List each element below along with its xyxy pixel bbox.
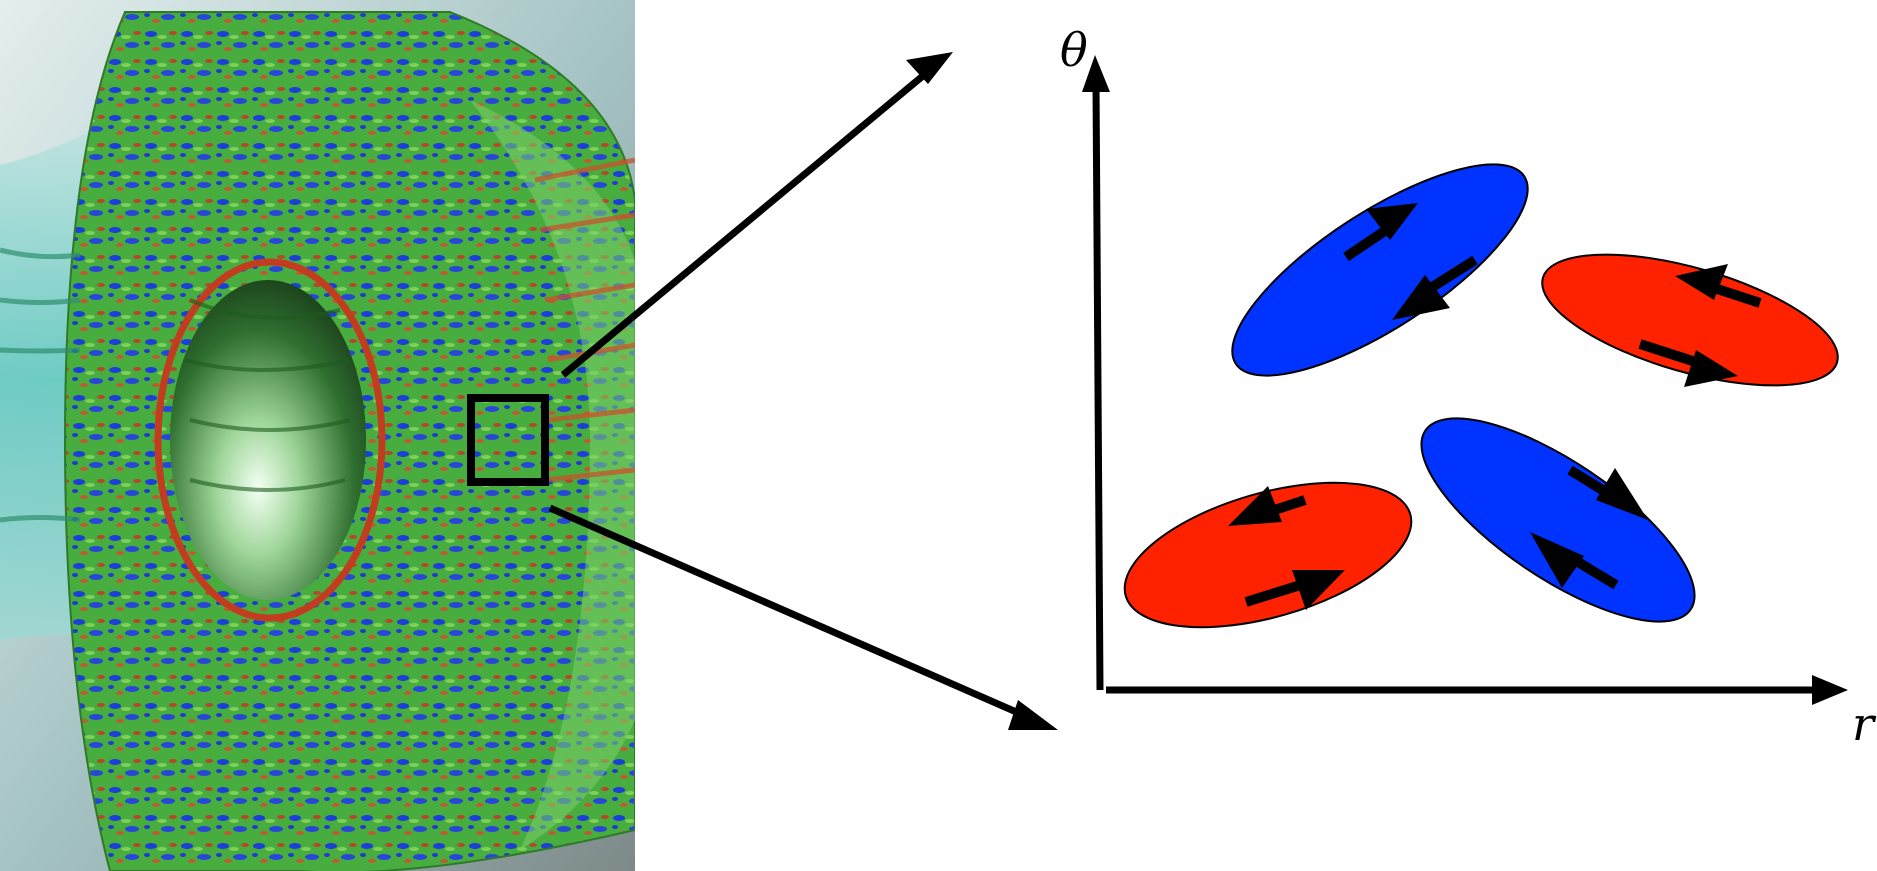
tube-streaks bbox=[0, 247, 81, 523]
central-hole bbox=[170, 280, 366, 600]
zoom-arrow-upper bbox=[560, 52, 953, 378]
rotation-arrow-icon bbox=[1638, 339, 1738, 387]
vortex-blue-bottom bbox=[1420, 417, 1696, 623]
rotation-arrow-icon bbox=[1244, 570, 1345, 610]
theta-axis-label: θ bbox=[1060, 23, 1088, 77]
simulation-image bbox=[0, 0, 635, 871]
inner-red-ring bbox=[154, 258, 386, 622]
r-axis-label: r bbox=[1852, 697, 1877, 751]
rotation-arrow-icon bbox=[1567, 465, 1648, 520]
hole-streaks bbox=[184, 298, 351, 492]
vortex-red-bottom bbox=[1123, 481, 1413, 629]
rotation-arrow-icon bbox=[1675, 264, 1762, 308]
r-axis bbox=[1106, 675, 1848, 705]
rotation-arrow-icon bbox=[1392, 255, 1478, 320]
zoom-box bbox=[467, 394, 549, 486]
rotation-arrow-icon bbox=[1343, 203, 1418, 262]
vortex-blue-top bbox=[1231, 163, 1529, 377]
rotation-arrow-icon bbox=[1228, 486, 1307, 526]
torus-outer-shading bbox=[470, 100, 635, 850]
zoom-arrow-lower bbox=[548, 504, 1058, 730]
theta-axis bbox=[1082, 55, 1110, 691]
vortex-red-top bbox=[1541, 253, 1839, 387]
rotation-arrow-icon bbox=[1530, 532, 1619, 590]
